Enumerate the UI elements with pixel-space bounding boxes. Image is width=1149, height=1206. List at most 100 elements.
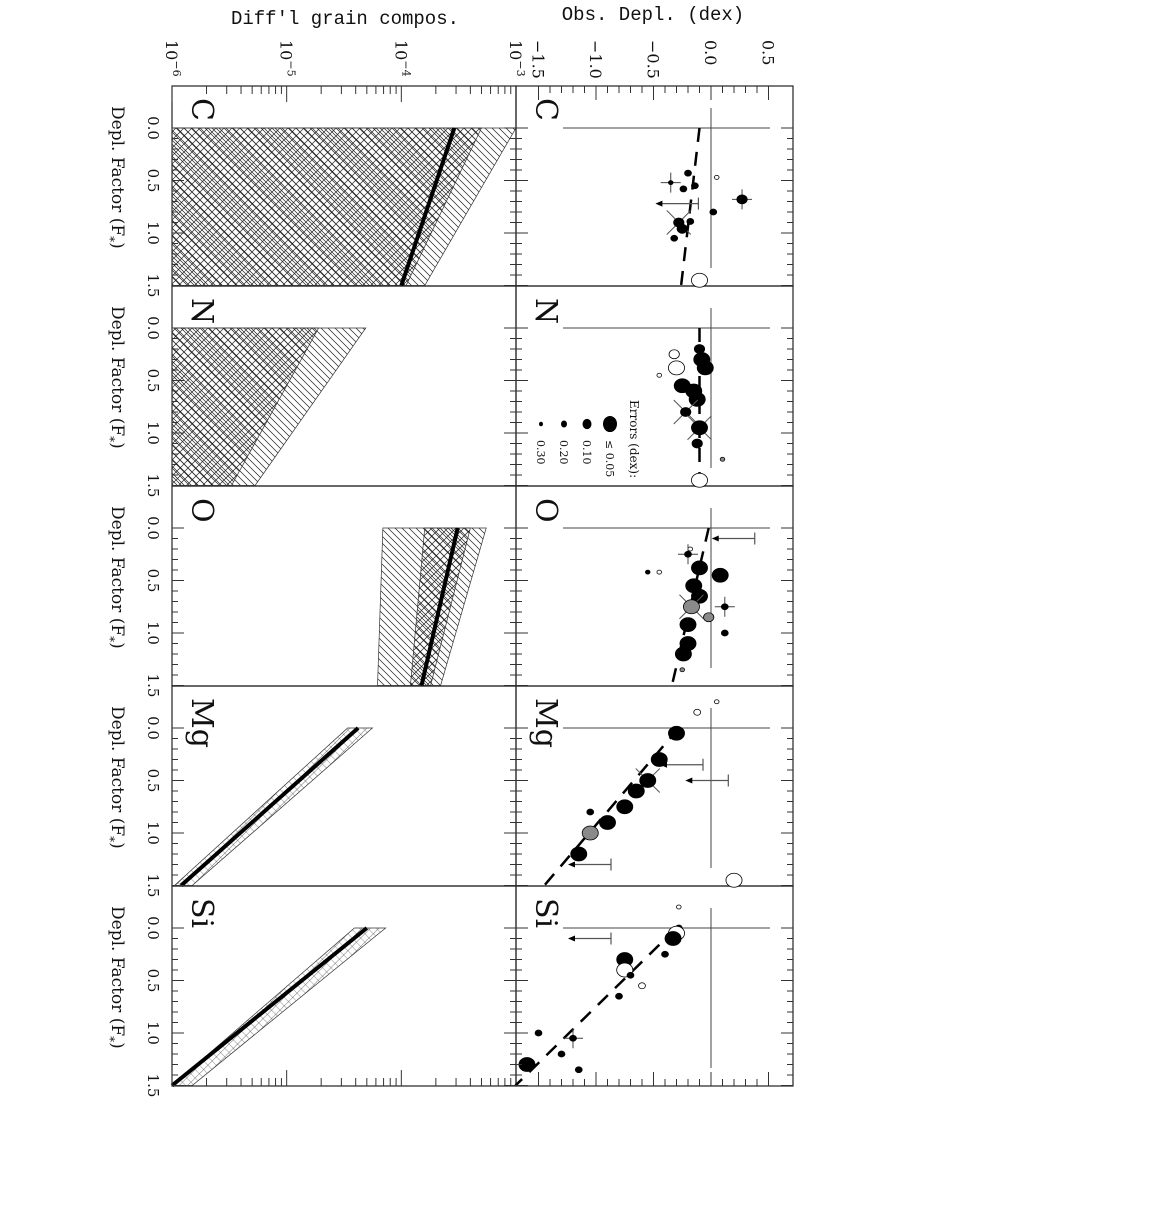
data-point	[691, 588, 708, 604]
data-point	[691, 438, 703, 449]
data-point	[668, 725, 685, 741]
depl-element-label: O	[528, 498, 563, 523]
depl-element-label: Si	[528, 898, 563, 928]
data-point	[714, 699, 720, 705]
depl-panel-si	[515, 885, 794, 1087]
fstar-tick-label: 0.5	[144, 969, 162, 993]
fit-dashed-line	[679, 127, 701, 286]
data-point	[691, 560, 708, 576]
data-point	[688, 391, 706, 407]
grain-element-label: C	[184, 98, 219, 121]
data-point	[626, 971, 635, 979]
fstar-tick-label: 0.5	[144, 569, 162, 593]
legend-marker	[603, 415, 617, 433]
data-point	[679, 617, 697, 632]
legend-title: Errors (dex):	[627, 400, 641, 478]
data-point	[639, 773, 657, 788]
data-point	[668, 360, 685, 376]
data-point	[693, 344, 706, 354]
data-point	[691, 272, 708, 288]
fstar-tick-label: 1.5	[144, 1074, 162, 1098]
grain-element-label: O	[184, 498, 219, 523]
data-point	[676, 904, 682, 910]
grain-tick-label: 10−6	[162, 40, 183, 77]
fstar-tick-label: 1.0	[144, 621, 162, 645]
data-point	[711, 567, 729, 583]
data-point	[720, 603, 729, 611]
data-point	[615, 992, 623, 1000]
data-point	[670, 234, 679, 242]
data-point	[696, 360, 714, 376]
depl-tick-label: −1.5	[529, 40, 548, 79]
data-point	[599, 815, 616, 830]
arrow-head-icon	[655, 200, 663, 207]
data-point	[668, 180, 674, 186]
data-point	[638, 982, 646, 990]
error-legend: Errors (dex): ≤ 0.050.100.200.30	[534, 400, 641, 478]
data-point	[683, 599, 700, 615]
fstar-tick-label: 1.5	[144, 474, 162, 498]
data-point	[684, 550, 692, 558]
fstar-tick-label: 1.0	[144, 1021, 162, 1045]
fit-dashed-line	[514, 927, 678, 1087]
grain-tick-label: 10−4	[391, 40, 412, 77]
depl-element-label: C	[528, 98, 563, 121]
depl-tick-label: 0.5	[759, 40, 778, 65]
data-point	[691, 182, 699, 190]
arrow-head-icon	[568, 935, 575, 942]
fstar-tick-label: 1.5	[144, 674, 162, 698]
data-point	[581, 825, 599, 841]
data-point	[736, 194, 748, 205]
fstar-tick-label: 1.0	[144, 221, 162, 245]
fstar-tick-label: 0.0	[144, 516, 162, 540]
data-point	[661, 950, 669, 958]
depl-tick-label: −0.5	[644, 40, 663, 79]
arrow-head-icon	[711, 535, 719, 542]
fstar-tick-label: 0.5	[144, 369, 162, 393]
data-point	[720, 629, 729, 637]
data-point	[719, 456, 726, 462]
data-point	[679, 667, 685, 673]
bottom-axis-title: Depl. Factor (F*)	[103, 306, 127, 449]
fstar-tick-label: 0.0	[144, 916, 162, 940]
legend-marker	[561, 420, 567, 428]
data-point	[664, 931, 682, 946]
legend-label: 0.10	[580, 440, 593, 465]
data-point	[557, 1050, 566, 1058]
data-point	[679, 185, 688, 193]
fstar-tick-label: 1.5	[144, 874, 162, 898]
fstar-tick-label: 1.0	[144, 821, 162, 845]
uncertainty-band	[173, 727, 374, 886]
fstar-tick-label: 0.0	[144, 716, 162, 740]
data-point	[676, 223, 688, 234]
data-point	[668, 349, 680, 360]
legend-marker	[582, 418, 592, 430]
data-point	[650, 752, 668, 767]
data-point	[691, 420, 708, 436]
best-fit-line	[399, 127, 457, 287]
data-point	[693, 708, 702, 716]
data-point	[656, 569, 662, 575]
best-fit-line	[419, 527, 460, 686]
data-point	[686, 218, 695, 225]
data-point	[586, 808, 595, 816]
data-point	[725, 872, 743, 888]
fstar-tick-label: 1.5	[144, 274, 162, 298]
data-point	[680, 407, 692, 417]
data-point	[687, 546, 693, 552]
data-point	[574, 1066, 583, 1074]
fstar-tick-label: 0.5	[144, 769, 162, 793]
arrow-head-icon	[685, 777, 693, 784]
grain-tick-label: 10−5	[277, 40, 298, 77]
right-axis-title: Obs. Depl. (dex)	[562, 4, 744, 26]
legend-label: ≤ 0.05	[603, 440, 616, 477]
depl-tick-label: −1.0	[586, 40, 605, 79]
left-axis-title: Diff'l grain compos.	[231, 8, 459, 30]
grain-tick-label: 10−3	[506, 40, 527, 77]
data-point	[616, 799, 634, 815]
arrow-head-icon	[660, 761, 667, 768]
legend-marker	[539, 421, 543, 427]
data-point	[674, 646, 692, 662]
observed-depletion-panels	[514, 108, 770, 1087]
axis-ticks	[171, 86, 793, 1086]
